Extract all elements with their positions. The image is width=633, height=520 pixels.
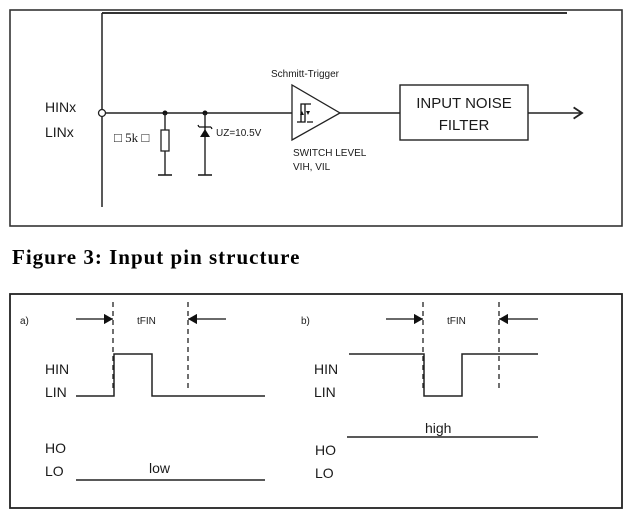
label-ho: HO [315,442,336,458]
label-lo: LO [45,463,64,479]
label-hin: HIN [45,361,69,377]
zener-diode-symbol [200,129,210,137]
panel-b: b) tFIN HIN LIN high HO LO [301,302,538,481]
output-state-label: high [425,420,451,436]
zener-bar [197,124,213,130]
resistor-label: □ 5k □ [114,130,149,145]
input-pin-structure-figure: HINx LINx □ 5k □ UZ=10.5V Schmitt-Trigge… [9,9,623,227]
hysteresis-icon [297,103,313,123]
resistor-symbol [160,129,170,152]
label-lin: LIN [45,384,67,400]
top-frame [9,9,623,227]
input-label-hinx: HINx [45,99,76,115]
label-hin: HIN [314,361,338,377]
input-noise-filter-box [399,84,529,141]
input-label-linx: LINx [45,124,74,140]
hysteresis-arrows-icon [300,111,310,115]
output-state-label: low [149,460,171,476]
panel-a-tag: a) [20,316,29,327]
switch-level-values: VIH, VIL [293,162,331,173]
input-pulse-waveform [349,353,538,397]
filter-label-line2: FILTER [439,117,490,134]
input-pulse-waveform [76,353,265,397]
bottom-frame [9,293,623,509]
panel-a: a) tFIN HIN LIN HO LO low [20,302,265,481]
interval-label: tFIN [447,316,466,327]
label-ho: HO [45,440,66,456]
input-pin-node [97,108,107,118]
zener-label: UZ=10.5V [216,128,262,139]
label-lin: LIN [314,384,336,400]
panel-b-tag: b) [301,316,310,327]
figure-caption: Figure 3: Input pin structure [12,245,301,269]
label-lo: LO [315,465,334,481]
interval-label: tFIN [137,316,156,327]
schmitt-trigger-label: Schmitt-Trigger [271,69,340,80]
switch-level-label: SWITCH LEVEL [293,148,367,159]
filter-label-line1: INPUT NOISE [416,95,512,112]
timing-figure: a) tFIN HIN LIN HO LO low b) tFIN HIN LI… [9,293,623,509]
schmitt-trigger-symbol [291,83,342,142]
